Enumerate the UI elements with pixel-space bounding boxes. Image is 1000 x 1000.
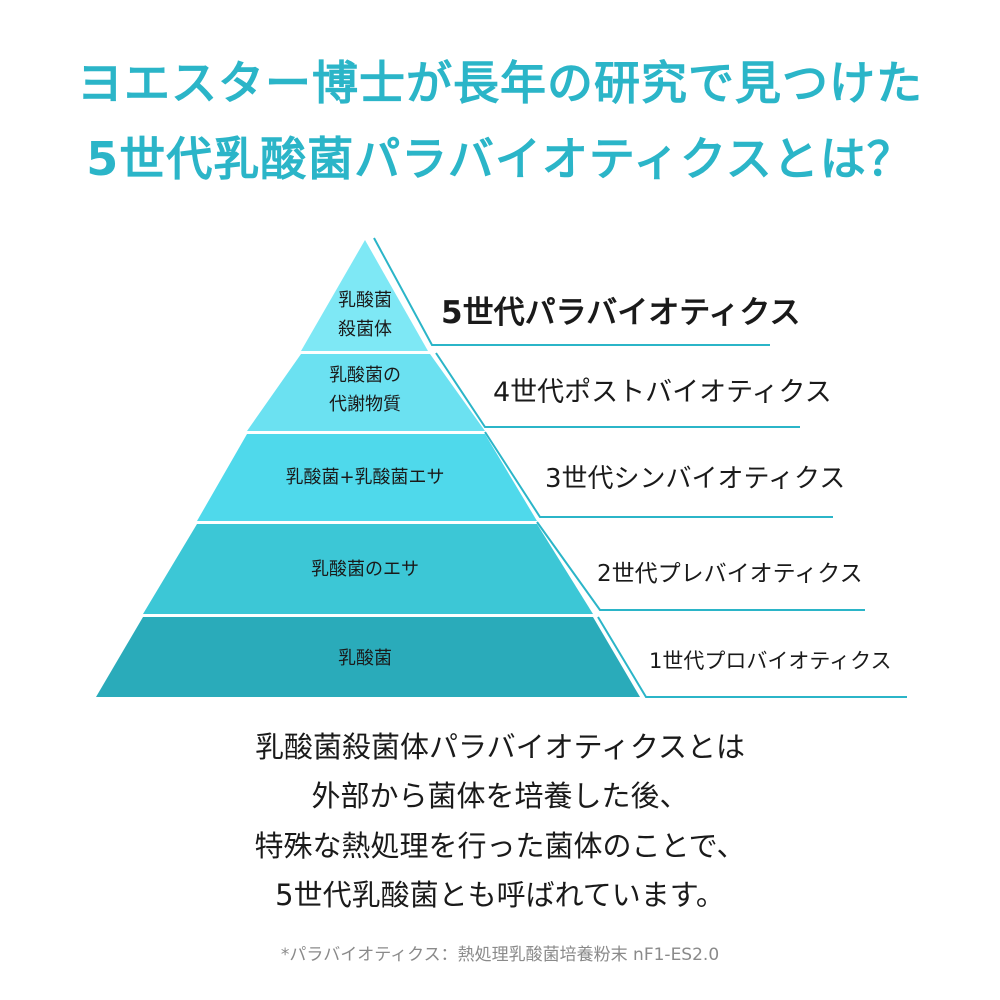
- page-title-line-1: ヨエスター博士が長年の研究で見つけた: [77, 56, 923, 110]
- tier-4-label-line-1: 乳酸菌の: [329, 365, 401, 386]
- tier-4-label: 乳酸菌の 代謝物質: [280, 361, 450, 419]
- connector-line-3: [484, 431, 833, 518]
- tier-1-label-line-1: 乳酸菌: [338, 648, 392, 669]
- connector-line-2: [536, 521, 865, 611]
- connector-line-1: [597, 616, 907, 698]
- page-title-line-2: 5世代乳酸菌パラバイオティクスとは？: [86, 132, 914, 186]
- tier-5-label-line-2: 殺菌体: [338, 319, 392, 340]
- description-line-1: 乳酸菌殺菌体パラバイオティクスとは: [254, 730, 746, 764]
- tier-3-label: 乳酸菌+乳酸菌エサ: [240, 463, 490, 492]
- generation-3-label: 3世代シンバイオティクス: [545, 464, 846, 494]
- footnote: *パラバイオティクス：熱処理乳酸菌培養粉末 nF1-ES2.0: [280, 945, 720, 965]
- tier-4-label-line-2: 代謝物質: [329, 394, 401, 415]
- tier-2-label: 乳酸菌のエサ: [240, 555, 490, 584]
- description-line-3: 特殊な熱処理を行った菌体のことで、: [254, 829, 746, 863]
- tier-3-label-line-1: 乳酸菌+乳酸菌エサ: [285, 467, 445, 488]
- pyramid-tier-1-probiotics: [96, 617, 640, 697]
- pyramid-tier-2-prebiotics: [143, 524, 593, 614]
- tier-2-label-line-1: 乳酸菌のエサ: [311, 559, 419, 580]
- tier-5-label: 乳酸菌 殺菌体: [300, 286, 430, 344]
- connector-line-4: [435, 352, 800, 428]
- tier-1-label: 乳酸菌: [240, 644, 490, 673]
- pyramid-tier-4-postbiotics: [247, 354, 485, 431]
- pyramid-tier-3-synbiotics: [197, 434, 537, 521]
- generation-2-label: 2世代プレバイオティクス: [597, 561, 863, 587]
- pyramid-outer-edge: [373, 237, 770, 346]
- generation-1-label: 1世代プロバイオティクス: [649, 649, 892, 673]
- pyramid-tier-5-parabiotics: [301, 240, 428, 351]
- generation-4-label: 4世代ポストバイオティクス: [493, 377, 832, 408]
- description-line-2: 外部から菌体を培養した後、: [311, 779, 689, 813]
- description-line-4: 5世代乳酸菌とも呼ばれています。: [275, 878, 725, 912]
- pyramid-diagram: [96, 237, 907, 698]
- generation-5-label: 5世代パラバイオティクス: [441, 295, 801, 331]
- tier-5-label-line-1: 乳酸菌: [338, 290, 392, 311]
